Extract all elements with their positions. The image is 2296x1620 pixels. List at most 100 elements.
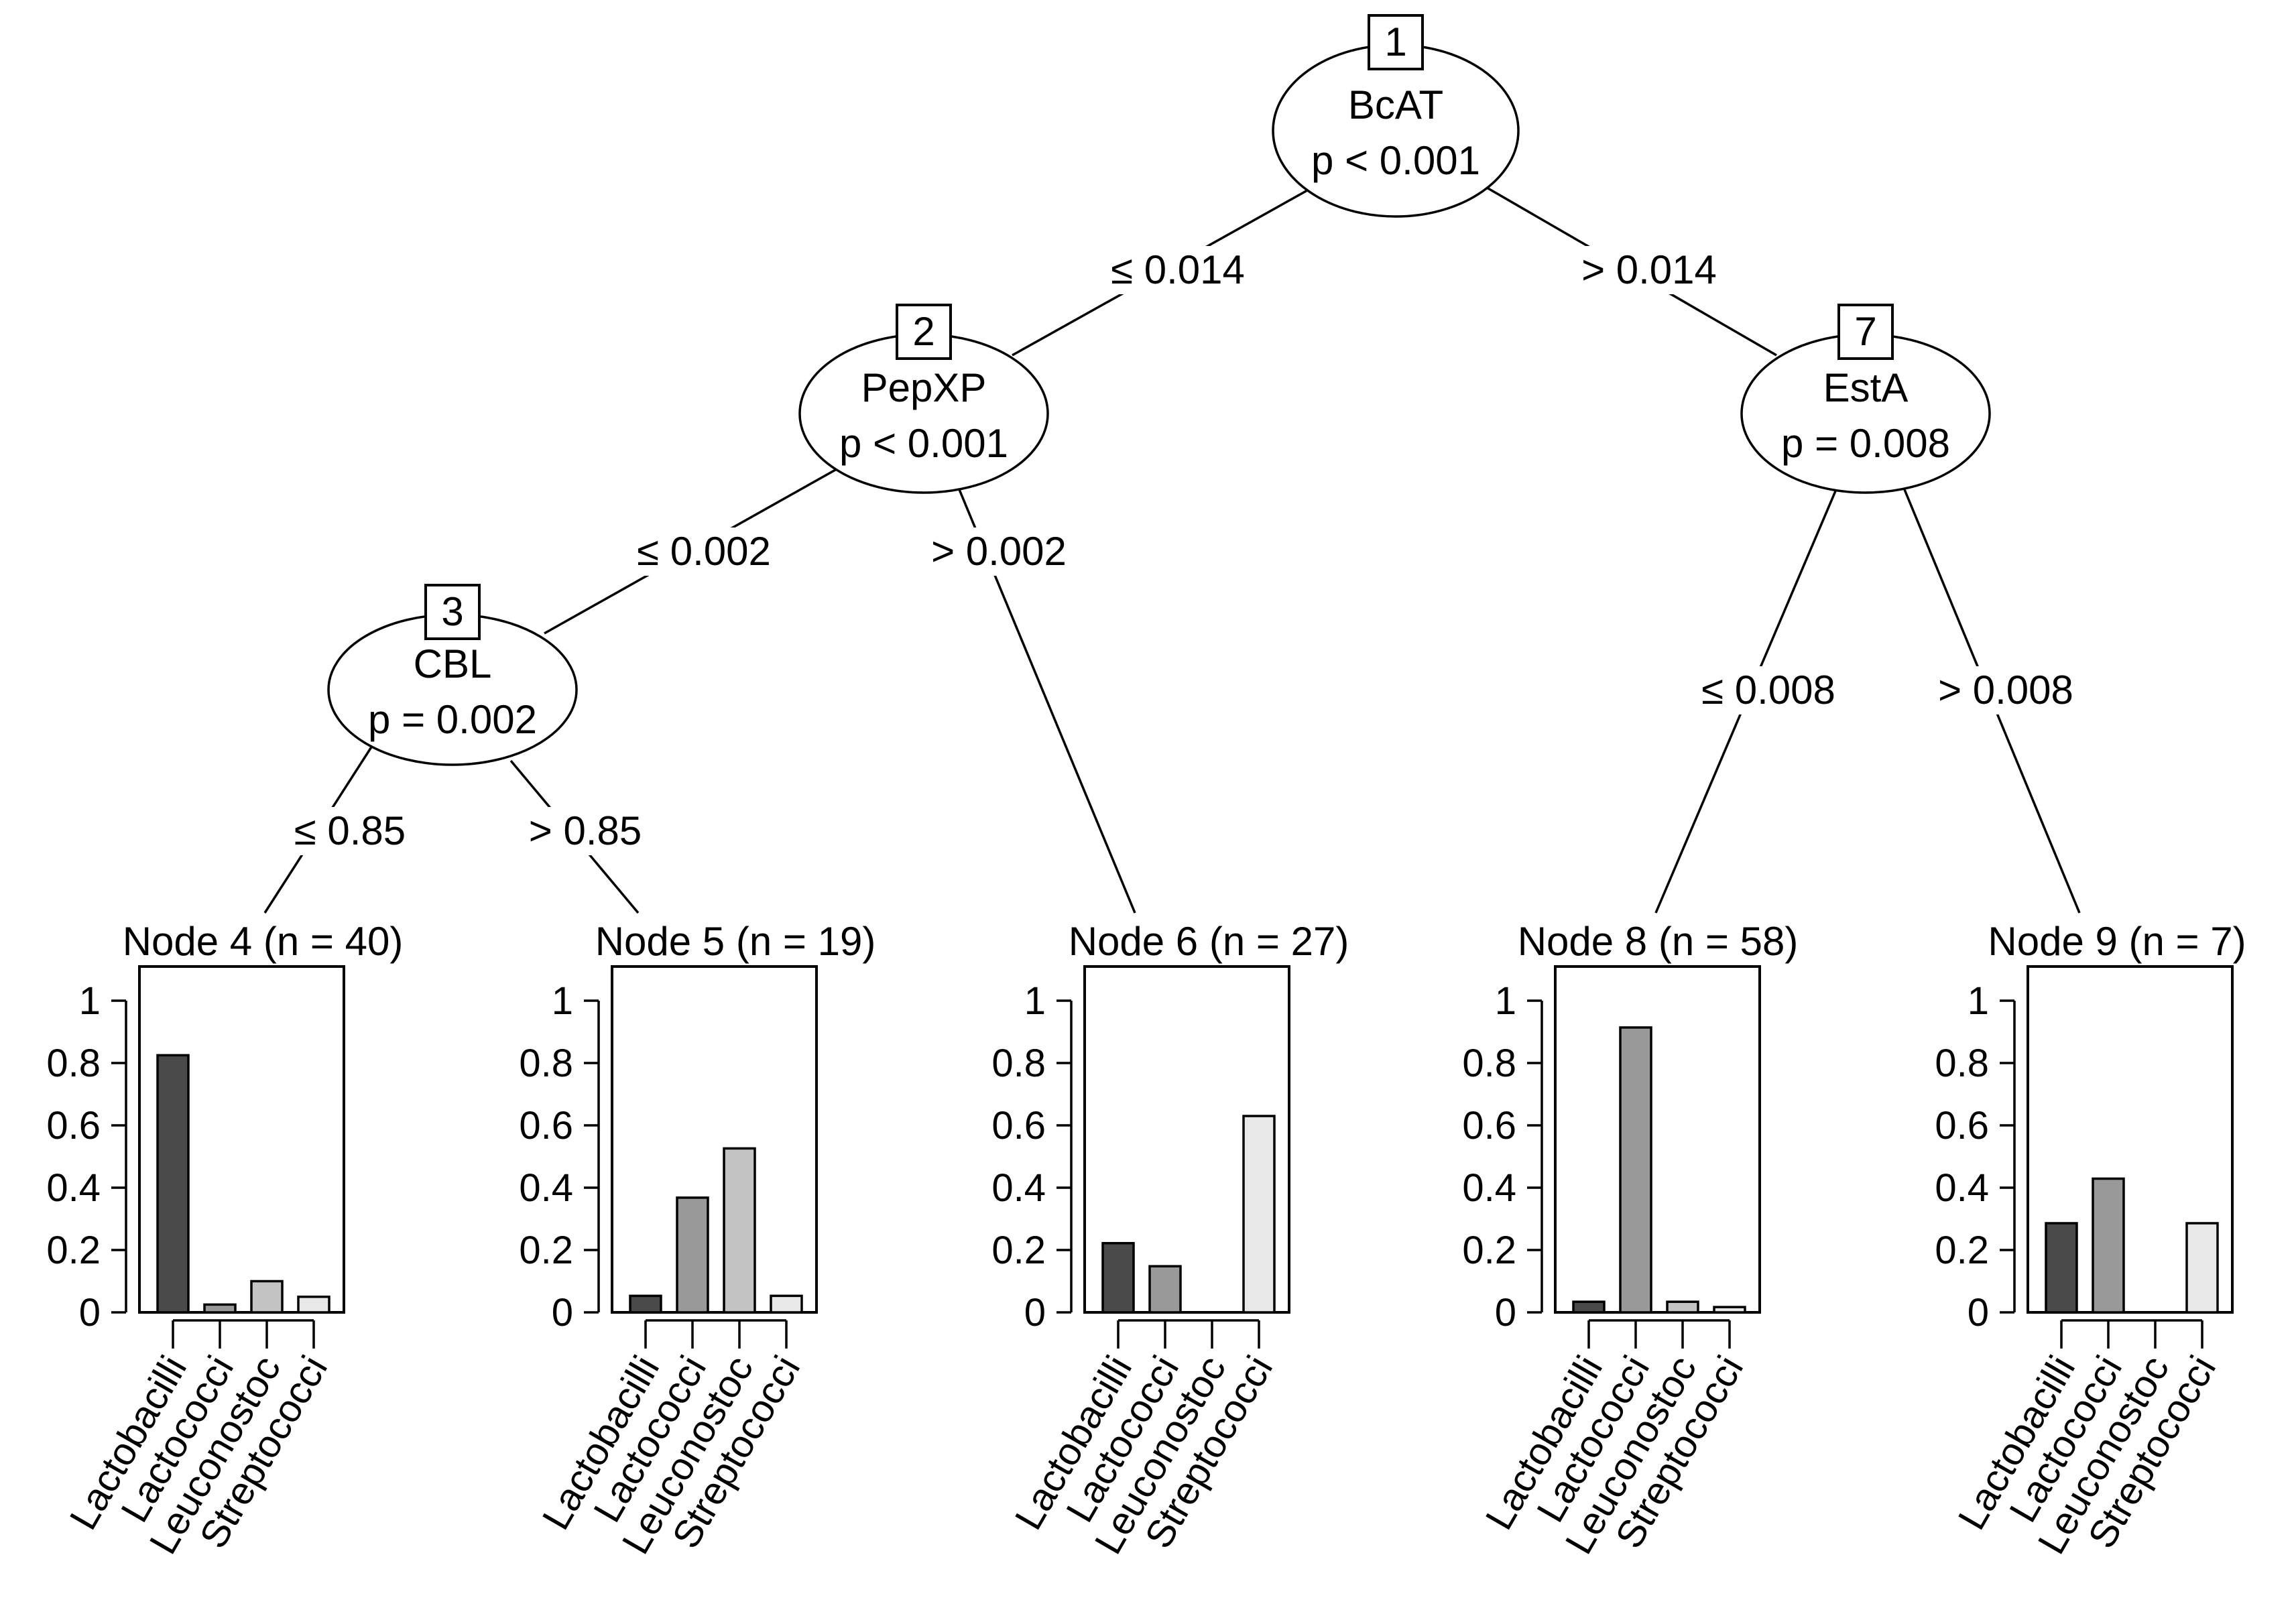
y-tick-label: 1: [1495, 979, 1516, 1023]
y-tick-label: 0.2: [519, 1229, 573, 1272]
y-tick-label: 0.4: [991, 1166, 1046, 1210]
terminal-node-title: Node 6 (n = 27): [1069, 919, 1349, 964]
y-tick-label: 0: [552, 1291, 573, 1334]
bar-leuconostoc: [723, 1147, 756, 1314]
y-tick-label: 0.2: [1935, 1229, 1989, 1272]
y-tick-label: 0.6: [519, 1104, 573, 1147]
y-tick-label: 0.4: [519, 1166, 573, 1210]
bar-streptococci: [297, 1296, 330, 1314]
node-id-box: [1837, 304, 1894, 360]
bar-streptococci: [1242, 1115, 1276, 1314]
node-id-box: [424, 584, 481, 640]
terminal-node-title: Node 5 (n = 19): [595, 919, 876, 964]
node-ellipse: [1272, 44, 1520, 218]
bar-streptococci: [770, 1294, 803, 1314]
y-tick-label: 1: [1024, 979, 1046, 1023]
bar-lactococci: [203, 1303, 237, 1314]
edge-label-7-9: > 0.008: [1938, 668, 2073, 712]
inner-node-2: PepXP p < 0.001 2: [798, 304, 1049, 494]
bar-leuconostoc: [1666, 1300, 1699, 1314]
edge-label-1-7: > 0.014: [1581, 247, 1717, 292]
edge-label-background: [1573, 246, 1725, 294]
bar-lactococci: [1148, 1265, 1182, 1314]
node-id: 3: [441, 589, 463, 634]
split-variable: PepXP: [861, 365, 987, 410]
edge-label-background: [1102, 246, 1254, 294]
bar-leuconostoc: [250, 1280, 284, 1314]
bar-lactobacilli: [1572, 1300, 1606, 1314]
split-pvalue: p = 0.008: [1781, 421, 1950, 466]
edge-label-background: [628, 527, 780, 576]
bar-lactococci: [1619, 1026, 1652, 1314]
terminal-node-6: Node 6 (n = 27)00.20.40.60.81Lactobacill…: [991, 919, 1349, 1561]
bar-lactobacilli: [1101, 1242, 1135, 1314]
edge-label-background: [284, 807, 416, 855]
edge-label-background: [1693, 666, 1844, 714]
bar-lactobacilli: [156, 1054, 190, 1314]
plot-frame: [2027, 965, 2234, 1314]
tree-edges: ≤ 0.014 > 0.014 ≤ 0.002 > 0.002 ≤ 0.85 > 0.85…: [263, 186, 2081, 914]
y-tick-label: 1: [79, 979, 101, 1023]
split-pvalue: p < 0.001: [839, 421, 1008, 466]
edge-label-3-5: > 0.85: [529, 808, 642, 853]
y-tick-label: 0.4: [1935, 1166, 1989, 1210]
y-tick-label: 0.8: [1462, 1042, 1516, 1085]
terminal-node-5: Node 5 (n = 19)00.20.40.60.81Lactobacill…: [519, 919, 875, 1561]
y-tick-label: 0.6: [1935, 1104, 1989, 1147]
edge-label-2-3: ≤ 0.002: [637, 529, 771, 574]
y-tick-label: 0: [1968, 1291, 1989, 1334]
y-tick-label: 0.6: [1462, 1104, 1516, 1147]
y-tick-label: 0.2: [1462, 1229, 1516, 1272]
split-variable: BcAT: [1348, 82, 1443, 127]
terminal-node-8: Node 8 (n = 58)00.20.40.60.81Lactobacill…: [1462, 919, 1798, 1561]
terminal-node-9: Node 9 (n = 7)00.20.40.60.81Lactobacilli…: [1935, 919, 2246, 1561]
y-tick-label: 0.6: [991, 1104, 1046, 1147]
split-variable: CBL: [414, 641, 492, 686]
y-tick-label: 0.8: [46, 1042, 101, 1085]
y-tick-label: 0.6: [46, 1104, 101, 1147]
edge-label-3-4: ≤ 0.85: [294, 808, 406, 853]
node-id: 2: [912, 309, 934, 354]
y-tick-label: 0: [79, 1291, 101, 1334]
terminal-node-plots: Node 4 (n = 40)00.20.40.60.81Lactobacill…: [46, 919, 2246, 1561]
y-tick-label: 1: [1968, 979, 1989, 1023]
split-pvalue: p < 0.001: [1311, 138, 1480, 183]
y-tick-label: 0.2: [46, 1229, 101, 1272]
y-tick-label: 0.8: [1935, 1042, 1989, 1085]
y-tick-label: 0: [1495, 1291, 1516, 1334]
bar-lactobacilli: [629, 1294, 662, 1314]
y-tick-label: 1: [552, 979, 573, 1023]
plot-frame: [1083, 965, 1290, 1314]
inner-node-7: EstA p = 0.008 7: [1740, 304, 1991, 494]
y-tick-label: 0.4: [1462, 1166, 1516, 1210]
edge-label-1-2: ≤ 0.014: [1111, 247, 1245, 292]
terminal-node-4: Node 4 (n = 40)00.20.40.60.81Lactobacill…: [46, 919, 403, 1561]
bar-streptococci: [2185, 1222, 2219, 1314]
node-id: 1: [1384, 19, 1406, 64]
inner-node-1: BcAT p < 0.001 1: [1272, 14, 1520, 218]
plot-frame: [611, 965, 818, 1314]
bar-lactococci: [2092, 1177, 2125, 1314]
bar-lactobacilli: [2045, 1222, 2078, 1314]
split-variable: EstA: [1823, 365, 1909, 410]
y-tick-label: 0.8: [519, 1042, 573, 1085]
split-pvalue: p = 0.002: [368, 697, 537, 742]
bar-lactococci: [676, 1196, 709, 1314]
node-id-box: [1368, 14, 1424, 70]
node-id: 7: [1854, 309, 1876, 354]
y-tick-label: 0.2: [991, 1229, 1046, 1272]
bar-streptococci: [1713, 1306, 1746, 1314]
edge-label-background: [1930, 666, 2081, 714]
plot-frame: [1554, 965, 1761, 1314]
terminal-node-title: Node 9 (n = 7): [1988, 919, 2246, 964]
inner-node-3: CBL p = 0.002 3: [327, 584, 578, 766]
terminal-node-title: Node 8 (n = 58): [1518, 919, 1799, 964]
plot-frame: [138, 965, 345, 1314]
edge-label-background: [923, 527, 1075, 576]
node-id-box: [896, 304, 952, 360]
edge-label-2-6: > 0.002: [931, 529, 1067, 574]
y-tick-label: 0.8: [991, 1042, 1046, 1085]
terminal-node-title: Node 4 (n = 40): [123, 919, 404, 964]
